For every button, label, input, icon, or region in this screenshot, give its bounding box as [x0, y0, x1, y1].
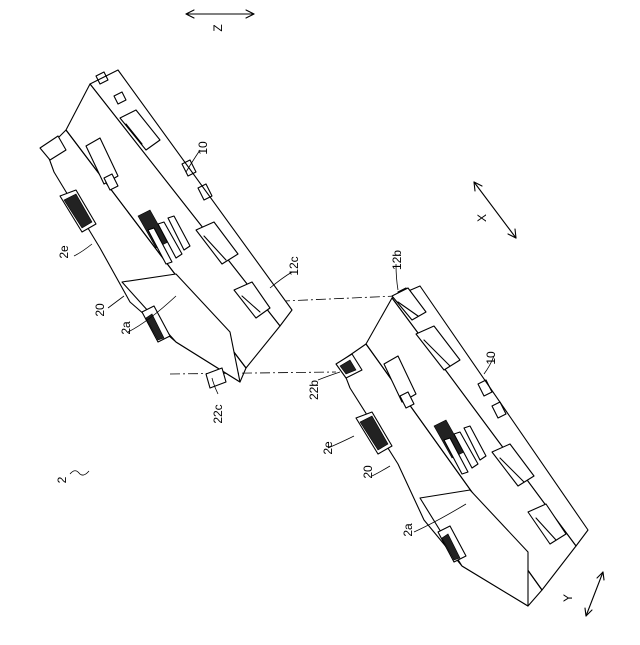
- leader-lower-22b: [318, 372, 340, 380]
- label-lower-2e: 2e: [321, 441, 335, 455]
- label-lower-2a: 2a: [401, 523, 415, 537]
- label-lower-12b: 12b: [390, 250, 404, 270]
- y-axis-label: Y: [561, 594, 575, 602]
- label-upper-12c: 12c: [287, 256, 301, 275]
- label-upper-20: 20: [93, 303, 107, 317]
- label-lower-22b: 22b: [307, 380, 321, 400]
- label-upper-2a: 2a: [119, 321, 133, 335]
- y-axis-arrow: [585, 572, 604, 616]
- z-axis-label: Z: [211, 24, 225, 31]
- label-lower-10: 10: [484, 351, 498, 365]
- label-upper-22c: 22c: [211, 404, 225, 423]
- label-upper-2e: 2e: [57, 245, 71, 259]
- z-axis-arrow: [186, 10, 254, 18]
- assembly-label: 2: [55, 476, 69, 483]
- leader-upper-2e: [74, 244, 92, 256]
- label-upper-10: 10: [196, 141, 210, 155]
- alignment-line-22: [170, 372, 336, 374]
- assembly-leader: [70, 471, 89, 475]
- lower-connector: [336, 286, 588, 606]
- leader-upper-20: [108, 296, 124, 308]
- upper-connector: [40, 70, 292, 388]
- x-axis-arrow: [474, 182, 516, 238]
- label-lower-20: 20: [361, 465, 375, 479]
- x-axis-label: X: [475, 214, 489, 222]
